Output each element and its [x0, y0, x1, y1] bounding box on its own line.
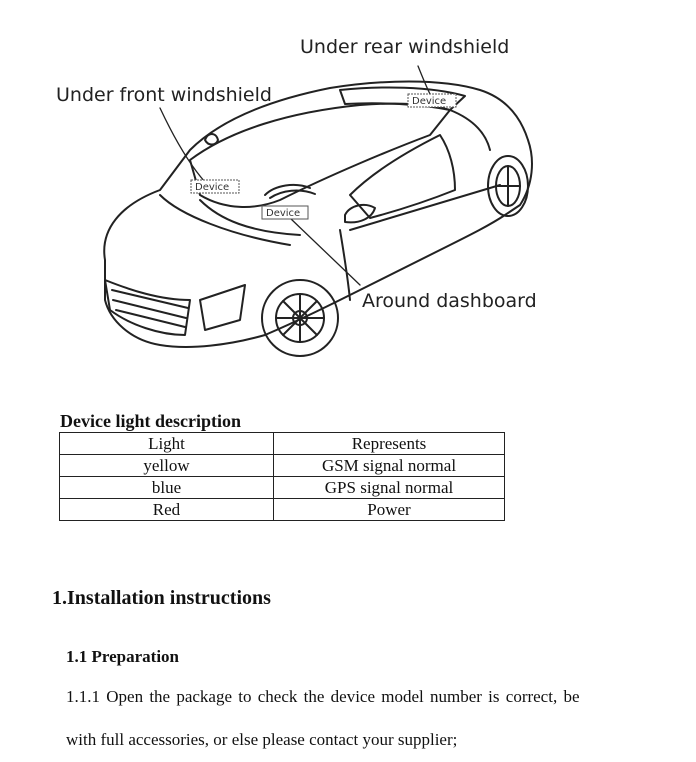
- hood-crease: [159, 194, 291, 246]
- grille: [104, 279, 191, 336]
- cell-represents: GSM signal normal: [273, 454, 505, 477]
- label-around-dashboard: Around dashboard: [362, 290, 537, 312]
- roof-line: [449, 109, 491, 151]
- front-wheel: [261, 279, 339, 357]
- table-caption: Device light description: [60, 411, 241, 431]
- leader-dashboard: [289, 217, 361, 286]
- section-heading: 1.Installation instructions: [52, 587, 271, 609]
- table-row: blue GPS signal normal: [59, 476, 505, 499]
- car-diagram: Device Device Device: [103, 65, 533, 357]
- device-light-table: Light Represents yellow GSM signal norma…: [59, 432, 505, 521]
- header-represents: Represents: [273, 432, 505, 455]
- cell-light: blue: [59, 476, 274, 499]
- front-windshield: [189, 102, 451, 208]
- device-tag-rear: Device: [407, 93, 457, 108]
- header-light: Light: [59, 432, 274, 455]
- svg-text:Device: Device: [266, 208, 300, 219]
- rear-window: [339, 86, 466, 111]
- device-tag-dashboard: Device: [261, 205, 309, 220]
- car-body-outline: [103, 80, 533, 348]
- rear-wheel: [487, 155, 529, 217]
- table-row: Red Power: [59, 498, 505, 521]
- car-illustration: Device Device Device: [103, 65, 533, 357]
- leader-rear: [417, 65, 431, 95]
- table-header-row: Light Represents: [59, 432, 505, 455]
- leader-front: [159, 107, 206, 183]
- cell-represents: Power: [273, 498, 505, 521]
- device-tag-front: Device: [190, 179, 240, 194]
- door-line: [339, 229, 351, 301]
- hood-line: [199, 199, 301, 236]
- cell-light: Red: [59, 498, 274, 521]
- side-line: [349, 184, 501, 231]
- cell-represents: GPS signal normal: [273, 476, 505, 499]
- paragraph-line: 1.1.1 Open the package to check the devi…: [66, 687, 580, 706]
- svg-text:Device: Device: [412, 96, 446, 107]
- side-window: [349, 134, 456, 219]
- label-under-rear-windshield: Under rear windshield: [300, 36, 510, 58]
- svg-text:Device: Device: [195, 182, 229, 193]
- subsection-heading: 1.1 Preparation: [66, 647, 180, 666]
- paragraph-line: with full accessories, or else please co…: [66, 730, 458, 749]
- cell-light: yellow: [59, 454, 274, 477]
- side-mirror: [344, 203, 376, 224]
- label-under-front-windshield: Under front windshield: [56, 84, 272, 106]
- headlight: [199, 284, 246, 331]
- table-row: yellow GSM signal normal: [59, 454, 505, 477]
